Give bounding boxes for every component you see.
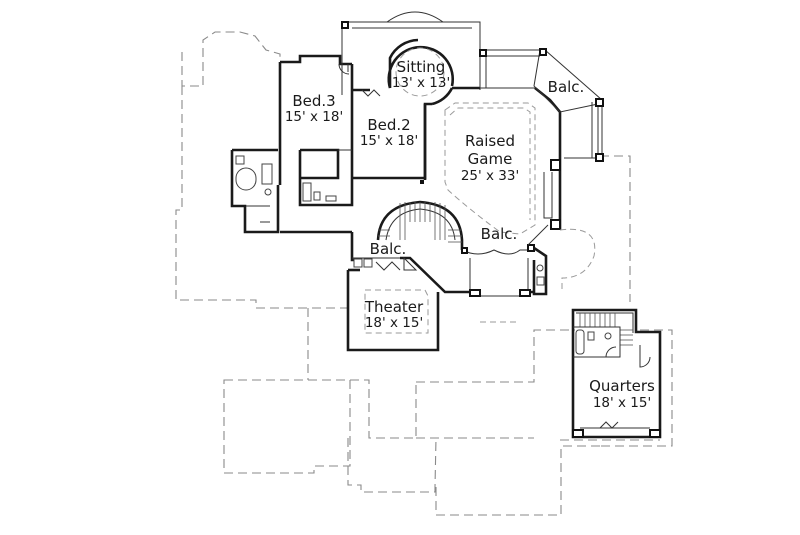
balcony-center-right-label: Balc. [481,225,518,243]
quarters-room [571,308,662,439]
balcony-top-right-label: Balc. [548,78,585,96]
sitting-size: 13' x 13' [392,75,450,91]
bed2-size: 15' x 18' [360,133,418,149]
sitting-label: Sitting [397,58,446,76]
theater-label: Theater [364,298,424,316]
balcony-top-right [479,48,604,162]
lower-floor-outline [175,31,673,516]
bed3-size: 15' x 18' [285,109,343,125]
staircase [376,180,464,250]
quarters-size: 18' x 15' [593,395,651,411]
bed2-label: Bed.2 [367,116,410,134]
balcony-center-left-label: Balc. [370,240,407,258]
raised-game-size: 25' x 33' [461,168,519,184]
quarters-label: Quarters [589,377,655,395]
raised-game-label-line1: Raised [465,132,515,150]
center-balconies [350,224,596,297]
theater-room [346,268,440,352]
theater-size: 18' x 15' [365,315,423,331]
raised-game-label-line2: Game [468,150,513,168]
room-labels: Sitting 13' x 13' Bed.3 15' x 18' Bed.2 … [285,58,655,411]
bed3-label: Bed.3 [292,92,335,110]
bath-bed2 [280,148,354,234]
sitting-room [341,11,481,106]
bath-bed3 [230,148,280,234]
